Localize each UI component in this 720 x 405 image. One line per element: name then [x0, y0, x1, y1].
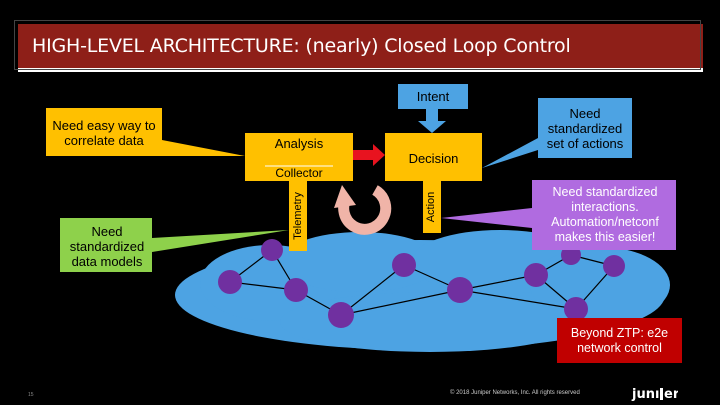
network-node	[284, 278, 308, 302]
svg-text:er: er	[664, 387, 678, 402]
network-node	[603, 255, 625, 277]
collector-label: Collector	[245, 166, 353, 181]
juniper-logo: junı er	[630, 384, 678, 402]
copyright-text: © 2018 Juniper Networks, Inc. All rights…	[450, 390, 580, 396]
data-models-callout-text: Need standardized data models	[62, 220, 152, 272]
network-node	[218, 270, 242, 294]
page-number: 15	[28, 392, 34, 398]
actions-callout-text: Need standardized set of actions	[538, 100, 632, 156]
interactions-callout-text: Need standardized interactions. Automati…	[534, 180, 676, 250]
network-node	[447, 277, 473, 303]
ztp-callout-text: Beyond ZTP: e2e network control	[557, 318, 682, 363]
analysis-label: Analysis	[245, 133, 353, 153]
action-label: Action	[425, 181, 439, 233]
network-node	[261, 239, 283, 261]
decision-arrow	[353, 144, 385, 166]
intent-label: Intent	[398, 84, 468, 109]
telemetry-label: Telemetry	[292, 181, 306, 251]
loop-arrow-icon	[334, 185, 386, 229]
correlate-callout-text: Need easy way to correlate data	[52, 110, 156, 156]
svg-text:junı: junı	[631, 387, 659, 402]
network-node	[524, 263, 548, 287]
decision-label: Decision	[385, 148, 482, 168]
network-node	[392, 253, 416, 277]
network-node	[328, 302, 354, 328]
